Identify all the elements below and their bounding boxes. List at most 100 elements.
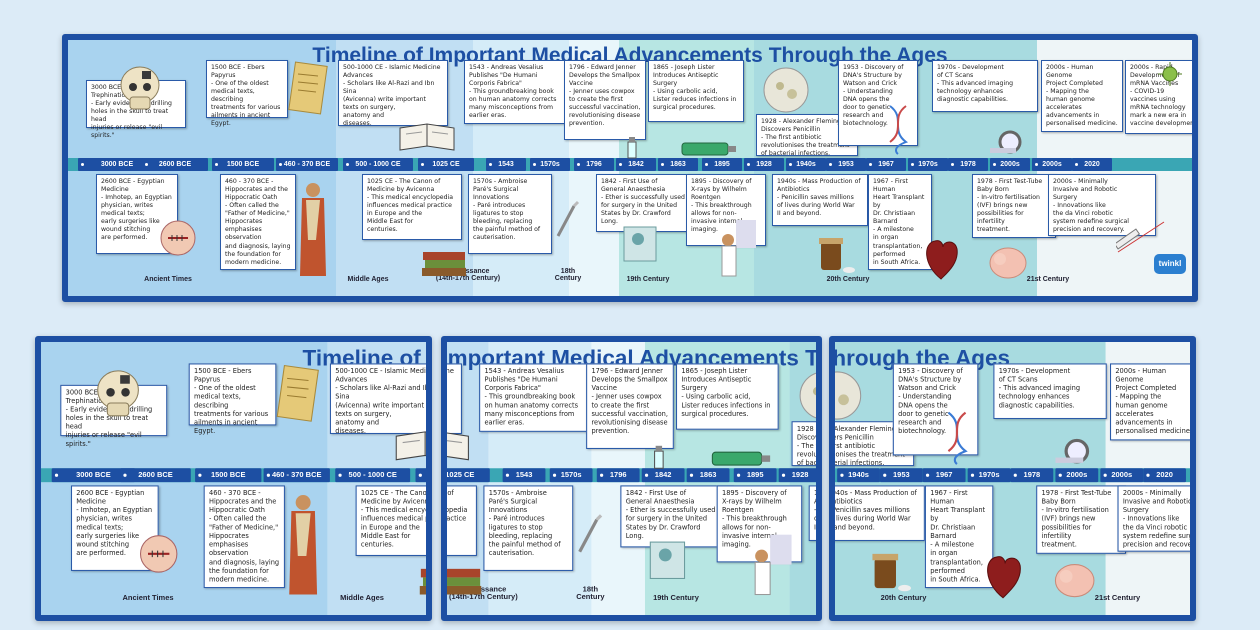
antiseptic-tube-icon bbox=[711, 451, 771, 466]
event-card: 1953 - Discovery of DNA's Structure by W… bbox=[892, 363, 979, 456]
timeline-label: 1978 bbox=[948, 158, 988, 171]
event-card: 1842 - First Use of General Anaesthesia … bbox=[596, 174, 702, 232]
timeline-label: 2000s bbox=[1100, 468, 1144, 483]
timeline-label: 2000s bbox=[1055, 468, 1099, 483]
timeline-label: 1895 bbox=[702, 158, 742, 171]
stitched-skin-icon bbox=[160, 220, 196, 256]
papyrus-icon bbox=[276, 364, 319, 422]
timeline-label: 1500 BCE bbox=[212, 158, 274, 171]
book-icon bbox=[399, 123, 455, 151]
timeline-label: 1025 CE bbox=[447, 468, 490, 483]
pill-bottle-icon bbox=[819, 238, 855, 273]
timeline-label: 1978 bbox=[1010, 468, 1054, 483]
event-card: 460 - 370 BCE - Hippocrates and the Hipp… bbox=[220, 174, 296, 270]
timeline-label: 1025 CE bbox=[415, 468, 426, 483]
timeline-label: 460 - 370 BCE bbox=[263, 468, 330, 483]
era-label: Middle Ages bbox=[340, 594, 384, 603]
event-card: 1796 - Edward Jenner Develops the Smallp… bbox=[586, 363, 674, 449]
timeline-label: 1025 CE bbox=[418, 158, 474, 171]
timeline-label: 1970s bbox=[908, 158, 948, 171]
era-label: Renaissance (14th-17th Century) bbox=[435, 268, 501, 282]
skull-icon bbox=[97, 370, 139, 417]
timeline-label: 1543 bbox=[502, 468, 546, 483]
petri-dish-icon bbox=[835, 371, 862, 420]
era-label: Ancient Times bbox=[122, 594, 174, 603]
timeline-label: 1940s bbox=[786, 158, 826, 171]
event-card: 460 - 370 BCE - Hippocrates and the Hipp… bbox=[203, 485, 285, 589]
era-label: 19th Century bbox=[626, 276, 670, 283]
era-label: 19th Century bbox=[653, 594, 699, 603]
event-card: 1796 - Edward Jenner Develops the Smallp… bbox=[564, 60, 646, 140]
timeline-label: 1967 bbox=[922, 468, 966, 483]
timeline-label: 1940s bbox=[837, 468, 880, 483]
vaccine-icon bbox=[654, 445, 664, 469]
heart-icon bbox=[926, 240, 958, 280]
timeline-label: 2600 BCE bbox=[142, 158, 208, 171]
timeline-label: 1570s bbox=[549, 468, 593, 483]
event-card: 1970s - Development of CT Scans - This a… bbox=[932, 60, 1038, 112]
syringe-icon bbox=[1116, 221, 1165, 253]
event-card: 1500 BCE - Ebers Papyrus - One of the ol… bbox=[206, 60, 288, 127]
timeline-label: 3000 BCE bbox=[51, 468, 136, 483]
timeline-label: 1970s bbox=[967, 468, 1011, 483]
scalpel-icon bbox=[578, 514, 603, 553]
hippocrates-icon bbox=[300, 183, 326, 276]
event-card: 1967 - First Human Heart Transplant by D… bbox=[868, 174, 932, 270]
event-card: 500-1000 CE - Islamic Medicine Advances … bbox=[447, 363, 462, 435]
timeline-label: 500 - 1000 CE bbox=[335, 468, 411, 483]
event-card: 1967 - First Human Heart Transplant by D… bbox=[924, 485, 994, 589]
dna-icon bbox=[947, 411, 968, 465]
pill-bottle-icon bbox=[872, 553, 911, 592]
heart-icon bbox=[987, 556, 1021, 599]
timeline-label: 2020 bbox=[1072, 158, 1112, 171]
timeline-poster: Timeline of Important Medical Advancemen… bbox=[447, 342, 816, 615]
event-card: 1865 - Joseph Lister Introduces Antisept… bbox=[648, 60, 744, 122]
dna-icon bbox=[889, 105, 909, 155]
event-card: 2000s - Rapid Development of mRNA Vaccin… bbox=[1125, 60, 1192, 134]
event-card: 1928 - Alexander Fleming Discovers Penic… bbox=[791, 421, 816, 467]
event-card: 1953 - Discovery of DNA's Structure by W… bbox=[838, 60, 918, 146]
event-card: 1978 - First Test-Tube Baby Born - In-vi… bbox=[972, 174, 1056, 238]
event-card: 1025 CE - The Canon of Medicine by Avice… bbox=[447, 485, 477, 556]
timeline-label: 2000s bbox=[1032, 158, 1072, 171]
timeline-label: 1500 BCE bbox=[195, 468, 262, 483]
timeline-label: 1796 bbox=[596, 468, 640, 483]
era-label: Renaissance (14th-17th Century) bbox=[449, 585, 518, 601]
timeline-label: 1953 bbox=[826, 158, 866, 171]
timeline-label: 3000 BCE bbox=[78, 158, 156, 171]
xray-doctor-icon bbox=[721, 220, 756, 277]
vaccine-icon bbox=[627, 137, 637, 159]
timeline-poster: Timeline of Important Medical Advancemen… bbox=[829, 342, 1190, 615]
event-card: 2000s - Minimally Invasive and Robotic S… bbox=[1048, 174, 1156, 236]
timeline-label: 500 - 1000 CE bbox=[343, 158, 413, 171]
timeline-label: 2600 BCE bbox=[120, 468, 191, 483]
ct-scanner-icon bbox=[990, 130, 1022, 154]
event-card: 1940s - Mass Production of Antibiotics -… bbox=[808, 485, 816, 542]
event-card: 2000s - Human Genome Project Completed -… bbox=[1109, 363, 1190, 441]
event-card: 1570s - Ambroise Paré's Surgical Innovat… bbox=[483, 485, 574, 571]
event-card: 2000s - Minimally Invasive and Robotic S… bbox=[1117, 485, 1190, 552]
event-card: 1500 BCE - Ebers Papyrus - One of the ol… bbox=[188, 363, 277, 436]
timeline-label: 1543 bbox=[486, 158, 526, 171]
timeline-label: 1842 bbox=[641, 468, 685, 483]
hippocrates-icon bbox=[289, 495, 318, 595]
era-label: Renaissance (14th-17th Century) bbox=[426, 586, 432, 601]
event-card: 1865 - Joseph Lister Introduces Antisept… bbox=[675, 363, 779, 430]
event-card: 1978 - First Test-Tube Baby Born - In-vi… bbox=[1036, 485, 1127, 554]
timeline-label: 1863 bbox=[686, 468, 730, 483]
era-label: 21st Century bbox=[1026, 276, 1070, 283]
timeline-label: 1842 bbox=[616, 158, 656, 171]
event-card: 1895 - Discovery of X-rays by Wilhelm Ro… bbox=[716, 485, 803, 563]
petri-dish-icon bbox=[763, 67, 809, 113]
event-card: 1970s - Development of CT Scans - This a… bbox=[993, 363, 1107, 420]
timeline-label: 1796 bbox=[574, 158, 614, 171]
books-stack-icon bbox=[419, 568, 426, 595]
book-icon bbox=[447, 432, 469, 461]
timeline-label: 1928 bbox=[778, 468, 816, 483]
timeline-label: 1967 bbox=[866, 158, 906, 171]
event-card: 500-1000 CE - Islamic Medicine Advances … bbox=[338, 60, 448, 127]
scalpel-icon bbox=[556, 200, 580, 237]
era-label: 20th Century bbox=[826, 276, 870, 283]
timeline-poster: Timeline of Important Medical Advancemen… bbox=[41, 342, 432, 615]
timeline-label: 1928 bbox=[829, 468, 835, 482]
